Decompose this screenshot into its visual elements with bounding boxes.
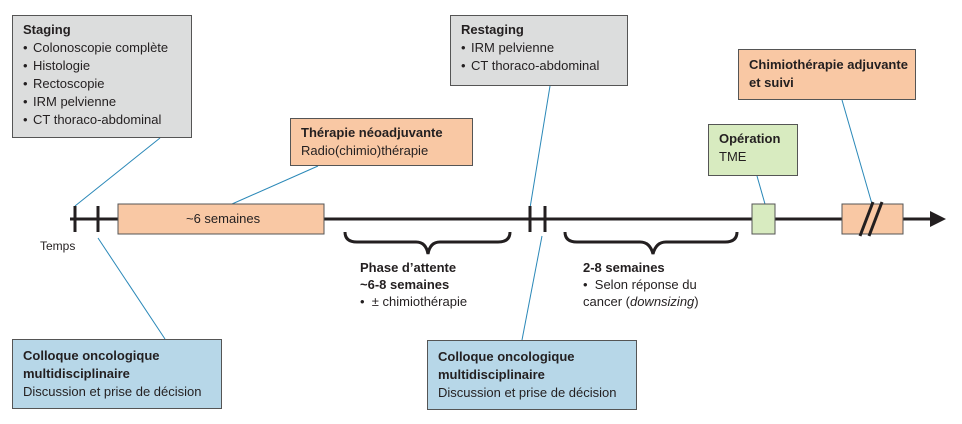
colloque-2-subtitle: Discussion et prise de décision <box>438 385 617 400</box>
timeline-ticks <box>73 206 547 232</box>
colloque-box-2: Colloque oncologique multidisciplinaire … <box>427 340 637 410</box>
waiting-phase-text: Phase d’attente ~6-8 semaines • ± chimio… <box>360 259 467 310</box>
colloque-1-title-line1: Colloque oncologique <box>23 348 160 363</box>
staging-title: Staging <box>23 22 71 37</box>
brace-post-restaging <box>563 231 739 255</box>
colloque-1-subtitle: Discussion et prise de décision <box>23 384 202 399</box>
post-restaging-item-line2: cancer (downsizing) <box>583 293 699 310</box>
connector-colloque-1 <box>97 237 166 340</box>
treatment-bar-label: ~6 semaines <box>186 211 261 226</box>
adjuvant-box: Chimiothérapie adjuvante et suivi <box>738 49 916 100</box>
staging-box: Staging Colonoscopie complète Histologie… <box>12 15 192 138</box>
restaging-box: Restaging IRM pelvienne CT thoraco-abdom… <box>450 15 628 86</box>
colloque-2-title-line1: Colloque oncologique <box>438 349 575 364</box>
neoadjuvant-box: Thérapie néoadjuvante Radio(chimio)théra… <box>290 118 473 166</box>
list-item: Rectoscopie <box>23 75 191 93</box>
post-restaging-item-line1: • Selon réponse du <box>583 277 697 292</box>
adjuvant-title-line2: et suivi <box>749 75 794 90</box>
waiting-phase-title: Phase d’attente <box>360 260 457 275</box>
neoadjuvant-title: Thérapie néoadjuvante <box>301 125 443 140</box>
list-item: CT thoraco-abdominal <box>23 111 191 129</box>
post-restaging-suffix: ) <box>694 294 699 309</box>
neoadjuvant-subtitle: Radio(chimio)thérapie <box>301 143 429 158</box>
operation-title: Opération <box>719 131 781 146</box>
treatment-bar <box>117 203 325 235</box>
colloque-box-1: Colloque oncologique multidisciplinaire … <box>12 339 222 409</box>
connector-lines <box>74 85 873 341</box>
list-item: Colonoscopie complète <box>23 39 191 57</box>
adjuvant-title-line1: Chimiothérapie adjuvante <box>749 57 908 72</box>
post-restaging-italic: downsizing <box>629 294 695 309</box>
waiting-phase-duration: ~6-8 semaines <box>360 277 450 292</box>
restaging-list: IRM pelvienne CT thoraco-abdominal <box>461 39 627 75</box>
operation-box: Opération TME <box>708 124 798 176</box>
connector-operation <box>756 175 766 205</box>
list-item: Histologie <box>23 57 191 75</box>
post-restaging-duration: 2-8 semaines <box>583 260 665 275</box>
timeline-arrowhead <box>930 211 946 227</box>
axis-label: Temps <box>40 239 76 253</box>
waiting-phase-item-text: ± chimiothérapie <box>371 294 468 309</box>
operation-subtitle: TME <box>719 149 747 164</box>
post-restaging-text: 2-8 semaines • Selon réponse du cancer (… <box>583 259 699 310</box>
waiting-phase-item: • ± chimiothérapie <box>360 294 468 309</box>
brace-waiting-phase <box>343 231 512 255</box>
connector-neoadjuvant <box>231 165 319 205</box>
colloque-2-title-line2: multidisciplinaire <box>438 367 545 382</box>
post-restaging-item-text: Selon réponse du <box>594 277 697 292</box>
connector-staging <box>74 137 161 207</box>
connector-adjuvant <box>841 99 873 205</box>
break-symbol <box>858 201 884 237</box>
list-item: CT thoraco-abdominal <box>461 57 627 75</box>
post-restaging-prefix: cancer ( <box>583 294 630 309</box>
connector-restaging <box>529 85 551 209</box>
staging-list: Colonoscopie complète Histologie Rectosc… <box>23 39 191 129</box>
list-item: IRM pelvienne <box>23 93 191 111</box>
connector-colloque-2 <box>521 235 543 341</box>
colloque-1-title-line2: multidisciplinaire <box>23 366 130 381</box>
list-item: IRM pelvienne <box>461 39 627 57</box>
operation-marker <box>751 203 776 235</box>
restaging-title: Restaging <box>461 22 524 37</box>
